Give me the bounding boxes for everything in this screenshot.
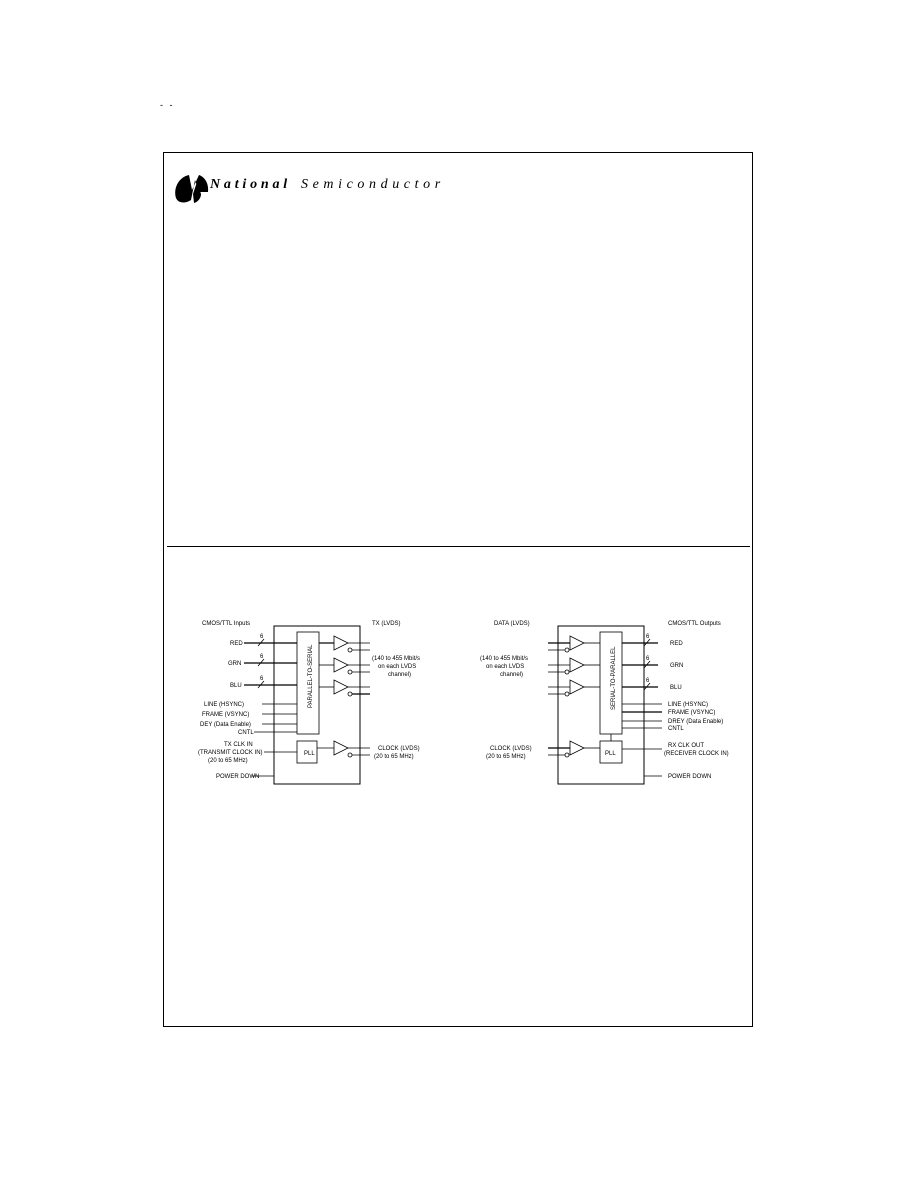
rx-green-label: GRN	[670, 663, 683, 669]
rx-green-width: 6	[646, 656, 650, 662]
tx-mux-block	[296, 631, 320, 735]
rx-in-label-2: on each LVDS	[486, 664, 524, 670]
rx-mux-label: SERIAL-TO-PARALLEL	[611, 646, 617, 710]
tx-blue-width: 6	[260, 676, 264, 682]
rx-pll-label: PLL	[605, 751, 616, 757]
tx-mux-label: PARALLEL-TO-SERIAL	[308, 644, 314, 708]
transmitter-block-diagram: CMOS/TTL Inputs TX (LVDS) RED GRN BLU 6 …	[194, 608, 444, 788]
rx-in-label-3: channel)	[500, 672, 523, 678]
rx-red-label: RED	[670, 641, 683, 647]
tx-inputs-title: CMOS/TTL Inputs	[202, 621, 250, 627]
rx-outputs-title: CMOS/TTL Outputs	[668, 621, 721, 627]
rx-in-label-1: (140 to 455 Mbit/s	[480, 656, 528, 662]
tx-red-label: RED	[230, 641, 243, 647]
tx-driver-red-icon	[333, 635, 349, 651]
brand-primary: National	[210, 177, 291, 192]
tx-out-label-1: (140 to 455 Mbit/s	[372, 656, 420, 662]
tx-clk-out-label-2: (20 to 65 MHz)	[374, 754, 414, 760]
tx-red-width: 6	[260, 634, 264, 640]
tx-driver-green-icon	[333, 657, 349, 673]
tx-vsync-label: FRAME (VSYNC)	[202, 712, 249, 718]
tx-blue-label: BLU	[230, 683, 242, 689]
national-logo-icon	[175, 175, 209, 203]
tx-clock-label-3: (20 to 65 MHz)	[208, 758, 248, 764]
rx-clock-label-2: (RECEIVER CLOCK IN)	[664, 751, 729, 757]
transmitter-diagram-svg: CMOS/TTL Inputs TX (LVDS) RED GRN BLU 6 …	[198, 621, 420, 785]
tx-out-label-2: on each LVDS	[378, 664, 416, 670]
rx-inputs-title: DATA (LVDS)	[494, 621, 530, 627]
tx-hsync-label: LINE (HSYNC)	[204, 702, 244, 708]
rx-vsync-label: FRAME (VSYNC)	[668, 710, 715, 716]
rx-clock-label-1: RX CLK OUT	[668, 743, 704, 749]
tx-driver-clock-icon	[333, 740, 349, 756]
rx-clk-in-label-1: CLOCK (LVDS)	[490, 746, 532, 752]
tx-de-label: DEY (Data Enable)	[200, 722, 251, 728]
rx-chip-outline	[557, 625, 645, 785]
tx-power-down-label: POWER DOWN	[216, 774, 259, 780]
tx-driver-blue-icon	[333, 679, 349, 695]
rx-de-label: DREY (Data Enable)	[668, 719, 723, 725]
tx-clock-label-2: (TRANSMIT CLOCK IN)	[198, 750, 263, 756]
datasheet-frame: National Semiconductor CMOS/TTL Inputs TX…	[163, 152, 753, 1027]
rx-receiver-green-icon	[569, 657, 585, 673]
tx-green-width: 6	[260, 654, 264, 660]
section-divider	[167, 546, 750, 547]
rx-receiver-red-icon	[569, 635, 585, 651]
rx-blue-label: BLU	[670, 685, 682, 691]
rx-blue-width: 6	[646, 678, 650, 684]
rx-red-width: 6	[646, 634, 650, 640]
brand-wordmark: National Semiconductor	[210, 175, 445, 193]
rx-hsync-label: LINE (HSYNC)	[668, 702, 708, 708]
rx-clk-in-label-2: (20 to 65 MHz)	[486, 754, 526, 760]
tx-outputs-title: TX (LVDS)	[372, 621, 401, 627]
rx-cntl-label: CNTL	[668, 726, 684, 732]
receiver-diagram-svg: DATA (LVDS) CMOS/TTL Outputs (140 to 455…	[480, 621, 729, 785]
tx-green-label: GRN	[228, 661, 241, 667]
tx-chip-outline	[273, 625, 361, 785]
tx-pll-label: PLL	[304, 751, 315, 757]
receiver-block-diagram: DATA (LVDS) CMOS/TTL Outputs (140 to 455…	[474, 608, 744, 788]
corner-mark: - -	[160, 100, 175, 110]
tx-clock-label-1: TX CLK IN	[224, 742, 253, 748]
tx-cntl-label: CNTL	[238, 730, 254, 736]
rx-power-down-label: POWER DOWN	[668, 774, 711, 780]
tx-clk-out-label-1: CLOCK (LVDS)	[378, 746, 420, 752]
brand-secondary: Semiconductor	[300, 177, 445, 192]
rx-receiver-blue-icon	[569, 679, 585, 695]
rx-receiver-clock-icon	[569, 740, 585, 756]
tx-out-label-3: channel)	[388, 672, 411, 678]
